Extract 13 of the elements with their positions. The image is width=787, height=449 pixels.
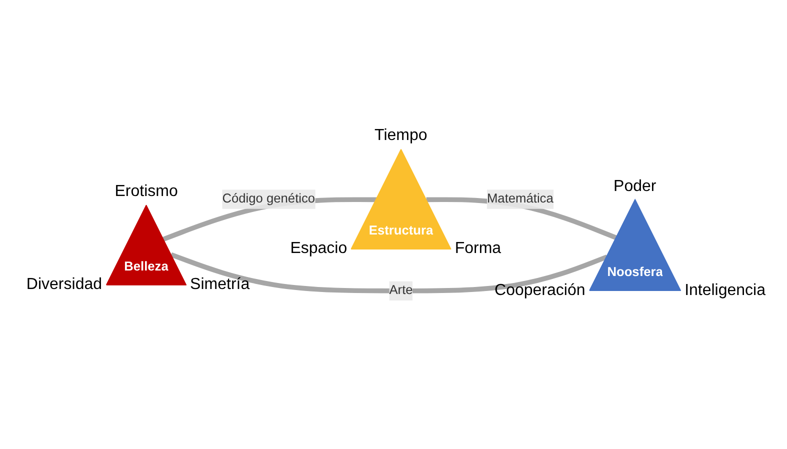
edge-label: Código genético bbox=[222, 192, 316, 206]
connector bbox=[170, 252, 608, 294]
vertex-label: Poder bbox=[614, 178, 656, 196]
vertex-label: Forma bbox=[454, 240, 502, 258]
edge-label: Matemática bbox=[486, 192, 554, 206]
vertex-label: Cooperación bbox=[494, 282, 586, 300]
edge-label: Arte bbox=[389, 284, 413, 298]
vertex-label: Inteligencia bbox=[684, 282, 766, 300]
vertex-label: Erotismo bbox=[114, 183, 178, 202]
vertex-label: Tiempo bbox=[374, 127, 428, 146]
vertex-label: Diversidad bbox=[26, 276, 102, 294]
vertex-label: Simetría bbox=[190, 276, 250, 294]
vertex-label: Espacio bbox=[290, 240, 348, 258]
